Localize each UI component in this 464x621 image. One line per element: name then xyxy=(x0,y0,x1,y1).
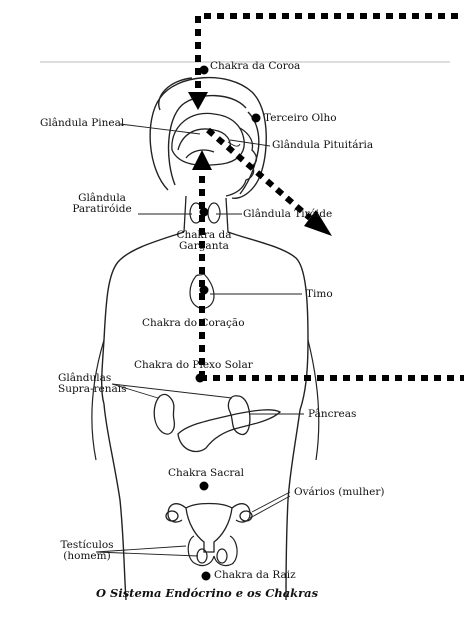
label-thymus: Timo xyxy=(306,289,333,300)
label-sacral-chakra: Chakra Sacral xyxy=(168,468,244,479)
uterus-ovaries xyxy=(166,504,252,553)
label-adrenal-line2: Supra-renais xyxy=(58,384,127,395)
chakra-dot-third-eye xyxy=(252,114,261,123)
label-heart-chakra: Chakra do Coração xyxy=(142,318,245,329)
head-outline xyxy=(150,78,266,199)
arrowhead-down xyxy=(188,92,208,110)
label-third-eye: Terceiro Olho xyxy=(264,113,337,124)
label-throat-chakra: Chakra da Garganta xyxy=(164,230,244,252)
label-pineal-gland: Glândula Pineal xyxy=(40,118,124,129)
label-crown-chakra: Chakra da Coroa xyxy=(210,61,300,72)
label-testes: Testículos (homem) xyxy=(52,540,122,562)
label-parathyroid-gland: Glândula Paratiróide xyxy=(62,193,142,215)
label-throat-line2: Garganta xyxy=(164,241,244,252)
label-adrenal-glands: Glândulas Supra-renais xyxy=(58,373,127,395)
arrowhead-up xyxy=(192,150,212,170)
chakra-dot-root xyxy=(202,572,211,581)
leader-lines xyxy=(96,124,304,556)
brain-outline xyxy=(172,113,244,165)
label-thyroid-gland: Glândula Tiróide xyxy=(243,209,332,220)
label-testes-line2: (homem) xyxy=(52,551,122,562)
label-root-chakra: Chakra da Raiz xyxy=(214,570,296,581)
diagram-caption: O Sistema Endócrino e os Chakras xyxy=(96,586,318,600)
testes xyxy=(188,536,237,566)
label-solar-plexus-chakra: Chakra do Plexo Solar xyxy=(134,360,253,371)
label-pituitary-gland: Glândula Pituitária xyxy=(272,140,373,151)
label-ovaries: Ovários (mulher) xyxy=(294,487,385,498)
chakra-dot-sacral xyxy=(200,482,209,491)
arm-outline xyxy=(92,340,319,460)
pancreas xyxy=(178,410,280,452)
label-parathyroid-line2: Paratiróide xyxy=(62,204,142,215)
label-pancreas: Pâncreas xyxy=(308,409,356,420)
